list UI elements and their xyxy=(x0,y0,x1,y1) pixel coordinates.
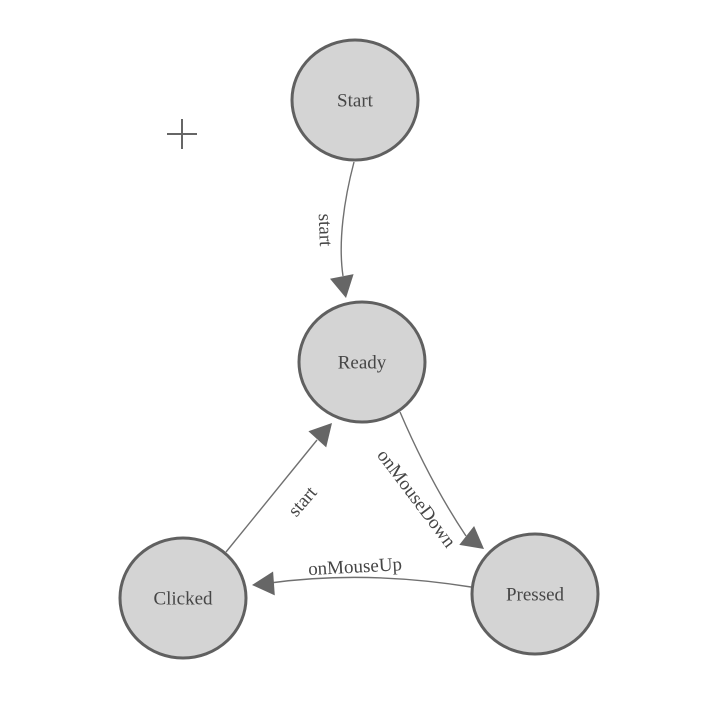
transition-label-pressed-to-clicked: onMouseUp xyxy=(308,554,403,580)
transition-edge-pressed-to-clicked[interactable] xyxy=(269,576,472,588)
state-node-label-clicked: Clicked xyxy=(153,589,213,610)
transition-label-ready-to-pressed: onMouseDown xyxy=(372,446,460,553)
arrowhead-icon-ready-to-pressed xyxy=(459,526,484,549)
state-node-label-pressed: Pressed xyxy=(506,585,565,606)
arrowhead-icon-pressed-to-clicked xyxy=(252,571,275,596)
transition-label-clicked-to-ready: start xyxy=(284,482,322,521)
crosshair-cursor-icon xyxy=(167,119,197,149)
arrowhead-icon-clicked-to-ready xyxy=(308,423,332,448)
state-node-label-ready: Ready xyxy=(338,353,387,374)
state-node-clicked[interactable] xyxy=(118,536,248,660)
transition-edge-start-to-ready[interactable] xyxy=(340,161,355,277)
transition-edge-ready-to-pressed[interactable] xyxy=(399,411,467,537)
arrowhead-icon-start-to-ready xyxy=(330,274,354,298)
state-node-ready[interactable] xyxy=(297,300,427,424)
transition-label-start-to-ready: start xyxy=(314,213,336,247)
state-node-pressed[interactable] xyxy=(470,532,600,656)
state-node-label-start: Start xyxy=(337,91,374,112)
transition-edge-clicked-to-ready[interactable] xyxy=(225,439,318,553)
state-node-start[interactable] xyxy=(290,38,420,162)
